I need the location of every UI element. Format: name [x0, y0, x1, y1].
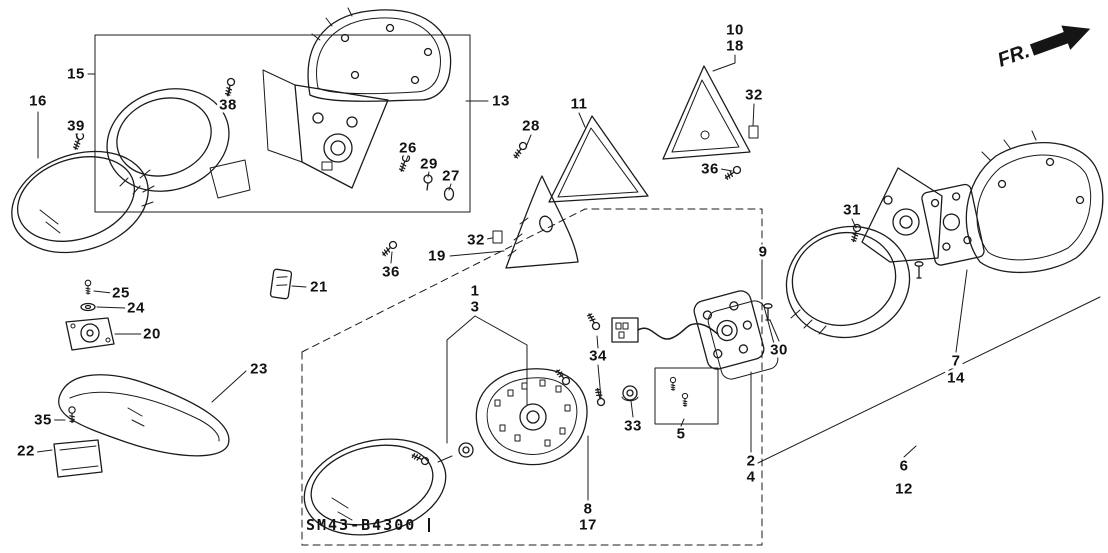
- screw-icon-36r: [722, 164, 743, 182]
- mirror-actuator-center: [475, 368, 588, 466]
- screw-icon-26: [397, 152, 412, 174]
- diagram-code: SM43-B4300: [306, 516, 431, 534]
- bolt-icon-right: [914, 261, 924, 279]
- mirror-base-cover-22: [53, 439, 103, 478]
- clip-21: [269, 268, 293, 300]
- corner-trim-19: [492, 175, 579, 269]
- interior-mirror-body: [58, 374, 230, 457]
- housing-shell-top: [307, 7, 452, 102]
- mirror-actuator-right: [861, 167, 943, 263]
- fr-direction: FR.: [995, 25, 1091, 72]
- quarter-glass-11: [548, 115, 649, 203]
- fr-label: FR.: [995, 40, 1033, 72]
- screw-icon-28: [511, 140, 529, 161]
- mirror-glass-center: [303, 438, 474, 536]
- mirror-bracket-right: [921, 183, 985, 266]
- fr-arrow-icon: [1029, 25, 1091, 56]
- assembly-boxes: [94, 34, 763, 546]
- screw-icon-39: [71, 130, 86, 152]
- mirror-inner-plate: [693, 290, 779, 380]
- diagram-code-text: SM43-B4300: [306, 516, 417, 534]
- interior-mirror-mount: [65, 279, 115, 351]
- mirror-actuator-top: [262, 69, 389, 189]
- leader-lines: [36, 54, 1101, 501]
- mirror-housing-left: [106, 88, 251, 199]
- mirror-glass-right: [785, 225, 911, 339]
- screw-kit-5: [669, 376, 689, 407]
- harness-34: [611, 317, 719, 343]
- fasteners: [68, 77, 924, 467]
- screw-icon-36l: [379, 239, 399, 259]
- code-tick-mark: [428, 518, 431, 532]
- housing-shell-right: [965, 130, 1104, 274]
- corner-trim-right: [662, 65, 759, 160]
- screw-icon-35: [68, 406, 76, 424]
- screw-icon-34b: [593, 386, 606, 407]
- mirror-glass-left: [11, 150, 155, 254]
- grommet-33: [621, 385, 639, 402]
- screw-icon-38: [223, 77, 236, 98]
- caps-29-27: [423, 174, 455, 201]
- screw-icon-34a: [585, 311, 602, 332]
